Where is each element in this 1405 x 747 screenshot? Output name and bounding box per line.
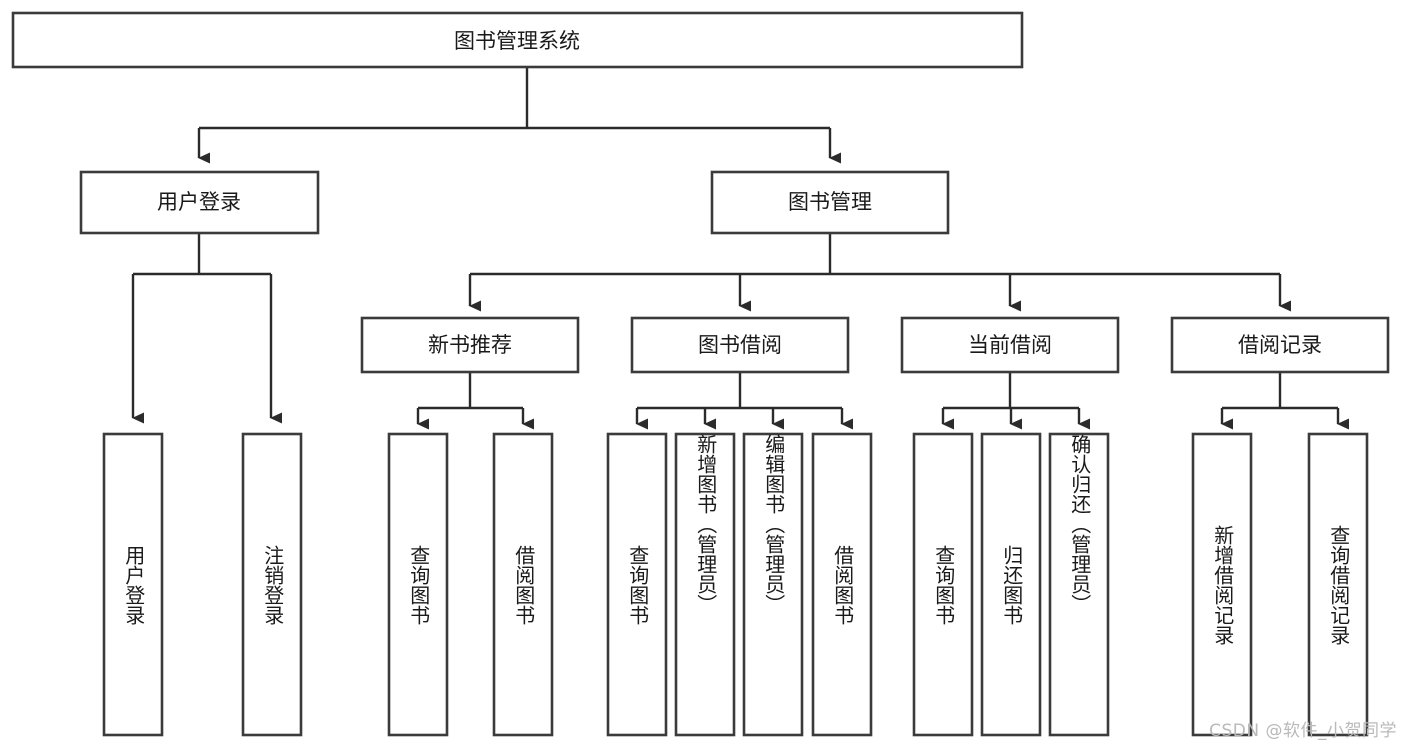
- node-book-borrow[interactable]: 图书借阅: [630, 316, 850, 374]
- connector-group-borrow-records: [1220, 372, 1349, 430]
- connector-group-root: [197, 67, 841, 164]
- node-book-borrow-label: 图书借阅: [698, 333, 782, 357]
- connector-group-book-manage: [468, 233, 1291, 312]
- leaf-boxes: [102, 432, 1369, 737]
- leaf-box-new-books-1[interactable]: [492, 432, 554, 737]
- leaf-box-book-borrow-0[interactable]: [606, 432, 668, 737]
- node-user-login[interactable]: 用户登录: [79, 170, 320, 235]
- connector-group-current-borrow: [941, 372, 1090, 430]
- node-root-label: 图书管理系统: [454, 29, 580, 53]
- node-borrow-records[interactable]: 借阅记录: [1170, 316, 1390, 374]
- node-user-login-label: 用户登录: [157, 190, 241, 214]
- leaf-box-book-borrow-3[interactable]: [811, 432, 873, 737]
- leaf-box-borrow-records-0[interactable]: [1191, 432, 1253, 737]
- node-book-manage-label: 图书管理: [788, 190, 872, 214]
- leaf-box-new-books-0[interactable]: [387, 432, 449, 737]
- node-book-manage[interactable]: 图书管理: [710, 170, 950, 235]
- leaf-box-current-borrow-1[interactable]: [980, 432, 1042, 737]
- leaf-box-user-login-0[interactable]: [102, 432, 164, 737]
- leaf-box-borrow-records-1[interactable]: [1307, 432, 1369, 737]
- node-root[interactable]: 图书管理系统: [11, 11, 1024, 69]
- node-current-borrow[interactable]: 当前借阅: [900, 316, 1120, 374]
- node-new-books-label: 新书推荐: [428, 333, 512, 357]
- leaf-box-book-borrow-2[interactable]: [742, 432, 804, 737]
- leaf-box-user-login-1[interactable]: [241, 432, 303, 737]
- leaf-box-current-borrow-0[interactable]: [912, 432, 974, 737]
- leaf-box-current-borrow-2[interactable]: [1048, 432, 1110, 737]
- connector-group-user-login: [131, 233, 282, 424]
- node-current-borrow-label: 当前借阅: [968, 333, 1052, 357]
- node-borrow-records-label: 借阅记录: [1238, 333, 1322, 357]
- node-new-books[interactable]: 新书推荐: [360, 316, 580, 374]
- leaf-box-book-borrow-1[interactable]: [674, 432, 736, 737]
- connector-group-new-books: [416, 372, 534, 430]
- connector-group-book-borrow: [635, 372, 853, 430]
